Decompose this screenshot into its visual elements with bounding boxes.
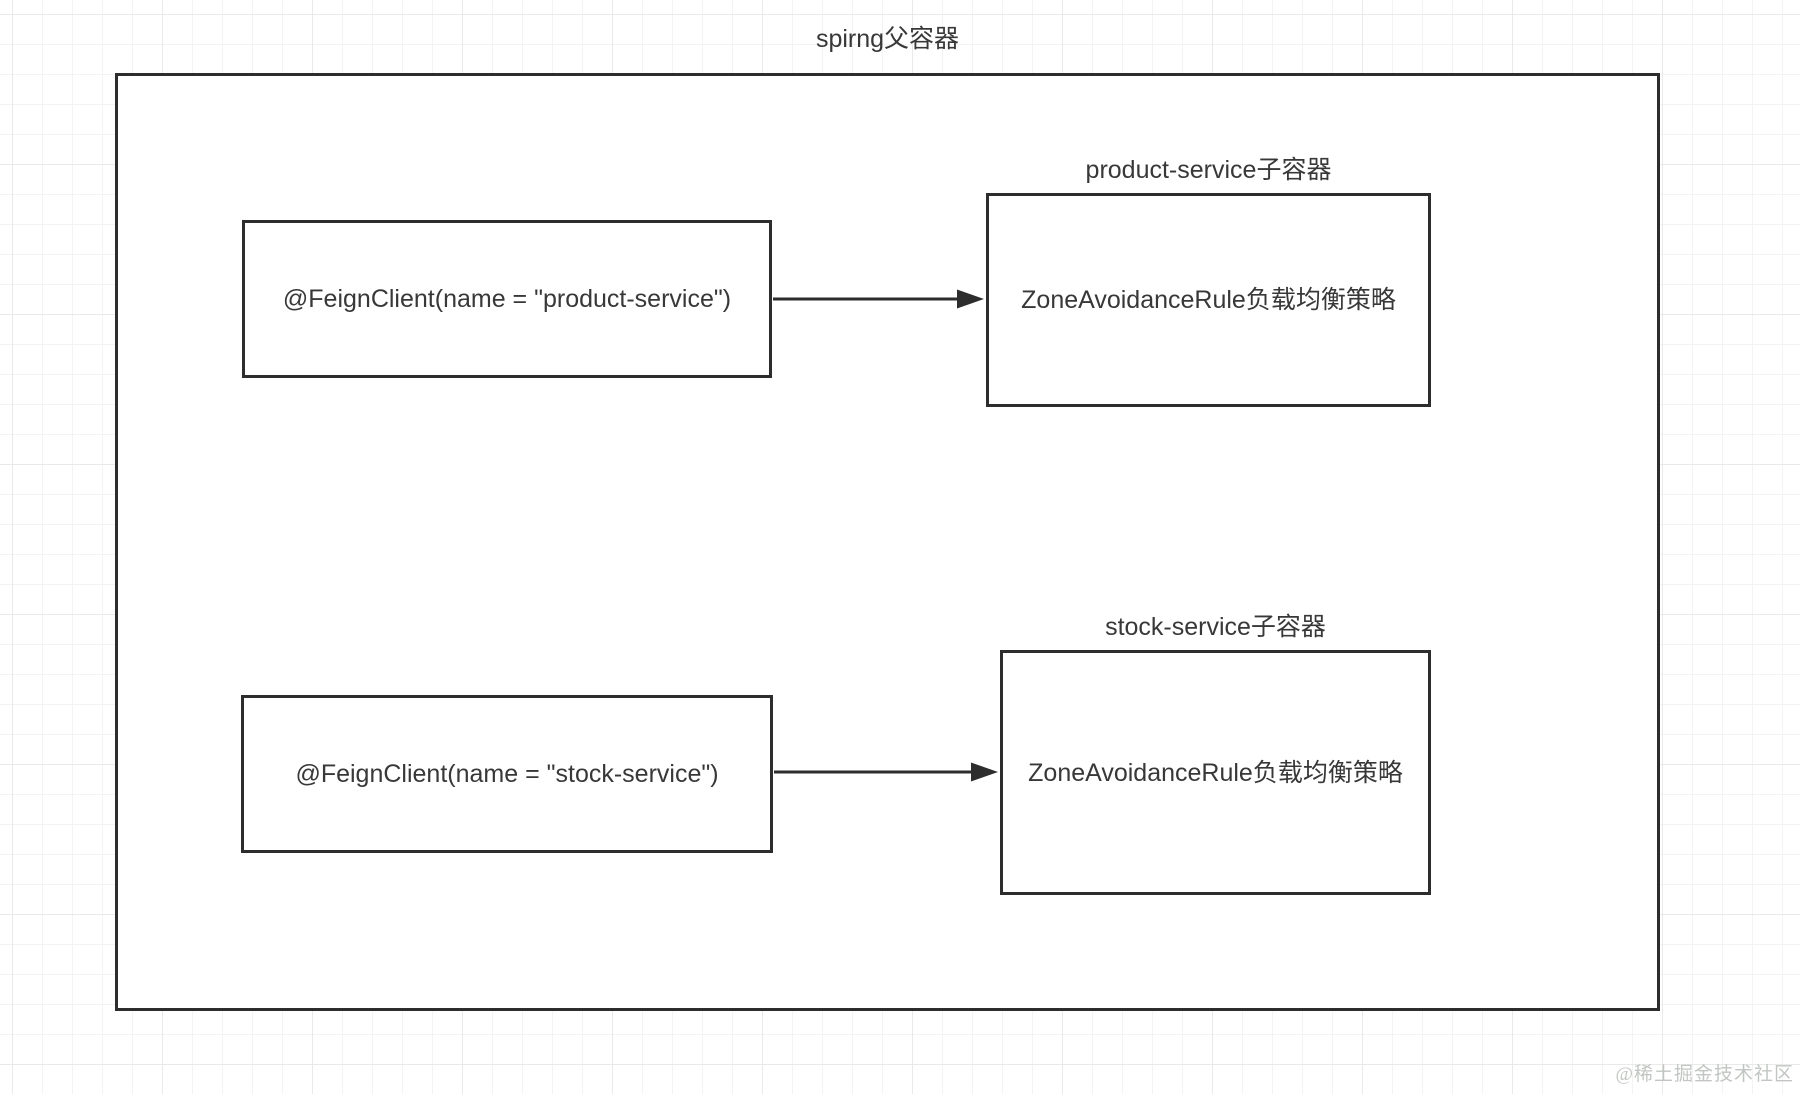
stock-service-container-label: stock-service子容器 [1105,613,1326,641]
parent-container-label: spirng父容器 [815,25,960,53]
product-service-container-label: product-service子容器 [1085,156,1332,184]
product-service-container-box: ZoneAvoidanceRule负载均衡策略 [986,193,1431,407]
stock-service-container-box: ZoneAvoidanceRule负载均衡策略 [1000,650,1431,895]
feign-client-stock-label: @FeignClient(name = "stock-service") [295,760,719,788]
stock-rule-label: ZoneAvoidanceRule负载均衡策略 [1028,758,1403,787]
product-rule-label: ZoneAvoidanceRule负载均衡策略 [1021,286,1396,314]
watermark: @稀土掘金技术社区 [1615,1064,1794,1085]
feign-client-product-box: @FeignClient(name = "product-service") [242,220,772,378]
feign-client-stock-box: @FeignClient(name = "stock-service") [241,695,773,853]
feign-client-product-label: @FeignClient(name = "product-service") [282,285,732,313]
